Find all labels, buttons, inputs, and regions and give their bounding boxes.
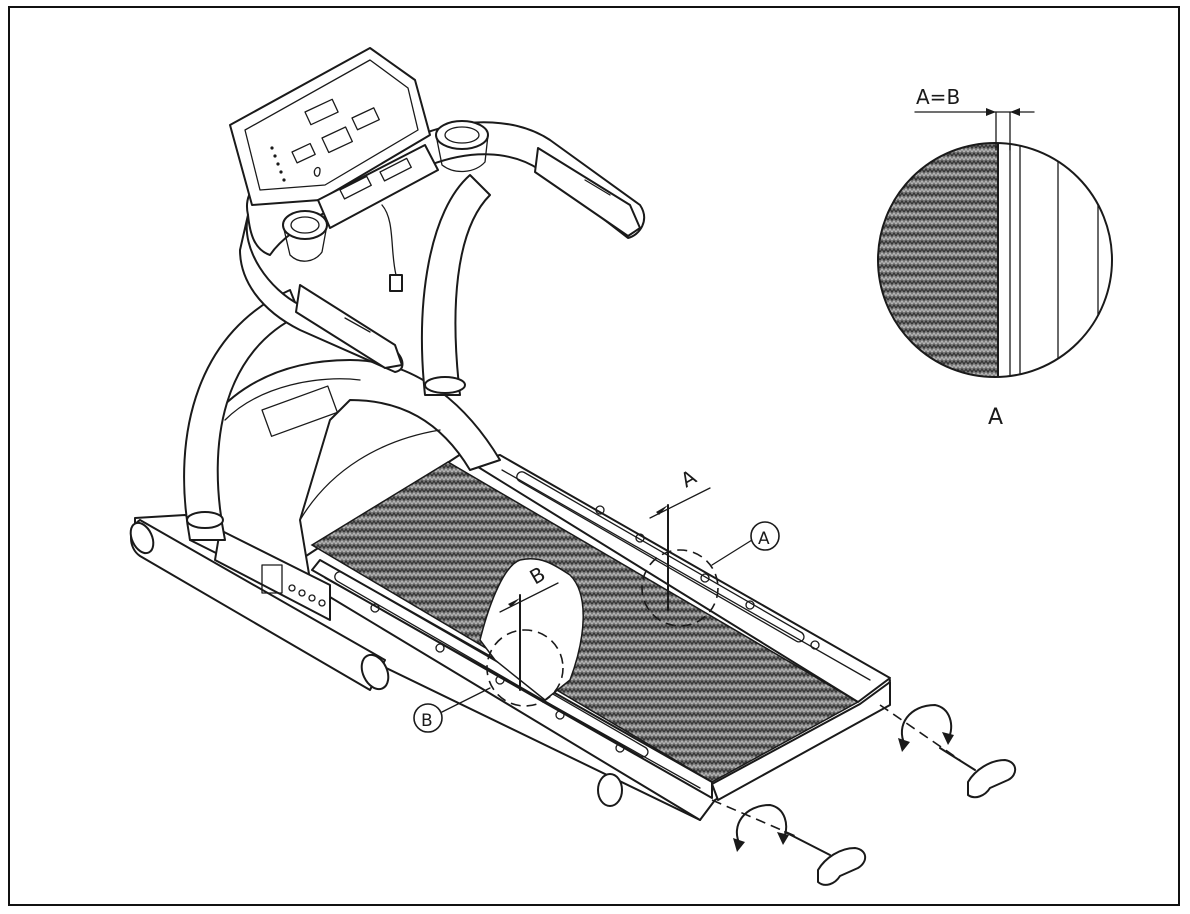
detail-eq-label: A=B <box>916 85 960 109</box>
callout-a-label: A <box>758 529 770 549</box>
cutaway-patch <box>479 558 584 701</box>
dimension-a-label: A <box>677 465 701 493</box>
callout-a-badge <box>750 521 780 551</box>
hex-key-icon <box>711 704 1017 886</box>
callout-b-badge <box>413 703 443 733</box>
detail-caption: A <box>988 405 1003 430</box>
callout-circle-a <box>641 549 719 627</box>
treadmill-drawing <box>129 47 891 821</box>
callout-b-label: B <box>421 711 433 731</box>
rotate-arrow-icon <box>733 704 954 852</box>
callout-circle-b <box>486 629 564 707</box>
detail-magnifier-icon: A=B A <box>877 85 1113 430</box>
